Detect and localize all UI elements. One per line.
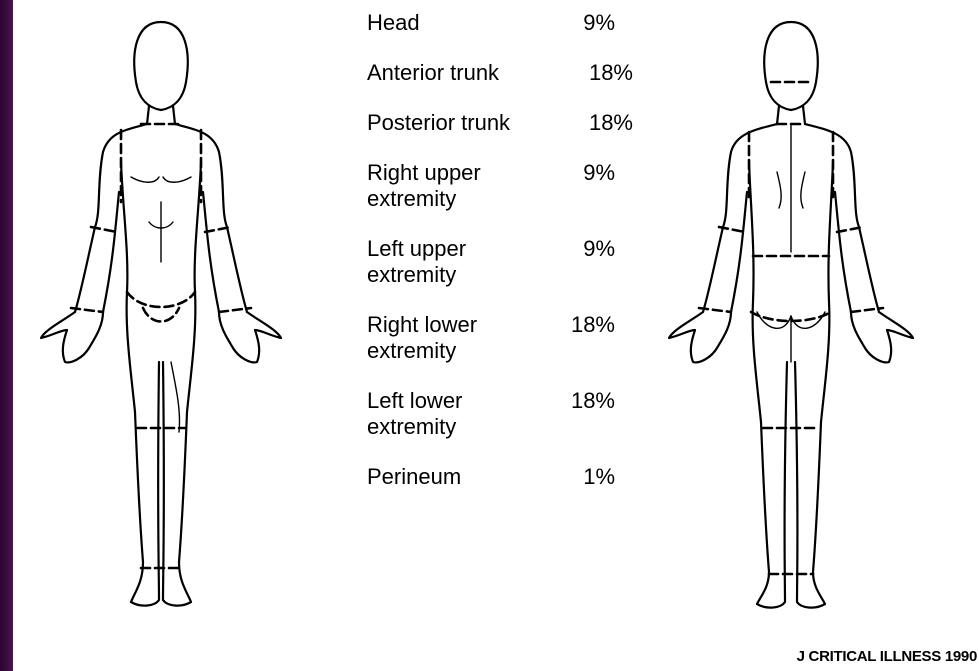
region-label: Anterior trunk: [367, 60, 567, 86]
region-row: Perineum 1%: [367, 464, 627, 490]
region-label: Left upper extremity: [367, 236, 497, 288]
region-row: Left lower extremity 18%: [367, 388, 627, 440]
region-percent: 18%: [571, 388, 615, 414]
region-label: Posterior trunk: [367, 110, 557, 136]
region-row: Left upper extremity 9%: [367, 236, 627, 288]
region-label: Left lower extremity: [367, 388, 497, 440]
slide-left-edge: [0, 0, 13, 671]
region-label: Right lower extremity: [367, 312, 507, 364]
region-percent: 9%: [583, 10, 615, 36]
region-percent: 18%: [589, 110, 633, 136]
region-row: Posterior trunk 18%: [367, 110, 627, 136]
source-citation: J CRITICAL ILLNESS 1990: [797, 648, 977, 665]
region-percent: 1%: [583, 464, 615, 490]
slide: Head 9% Anterior trunk 18% Posterior tru…: [13, 0, 979, 671]
region-percent: 9%: [583, 160, 615, 186]
front-body-figure: [31, 12, 331, 622]
region-label: Perineum: [367, 464, 567, 490]
region-label: Head: [367, 10, 567, 36]
region-percent: 9%: [583, 236, 615, 262]
region-row: Head 9%: [367, 10, 627, 36]
region-label: Right upper extremity: [367, 160, 507, 212]
region-row: Right lower extremity 18%: [367, 312, 627, 364]
region-percent: 18%: [589, 60, 633, 86]
region-percent: 18%: [571, 312, 615, 338]
region-row: Anterior trunk 18%: [367, 60, 627, 86]
back-body-figure: [641, 12, 961, 622]
region-row: Right upper extremity 9%: [367, 160, 627, 212]
rule-of-nines-table: Head 9% Anterior trunk 18% Posterior tru…: [367, 10, 627, 514]
